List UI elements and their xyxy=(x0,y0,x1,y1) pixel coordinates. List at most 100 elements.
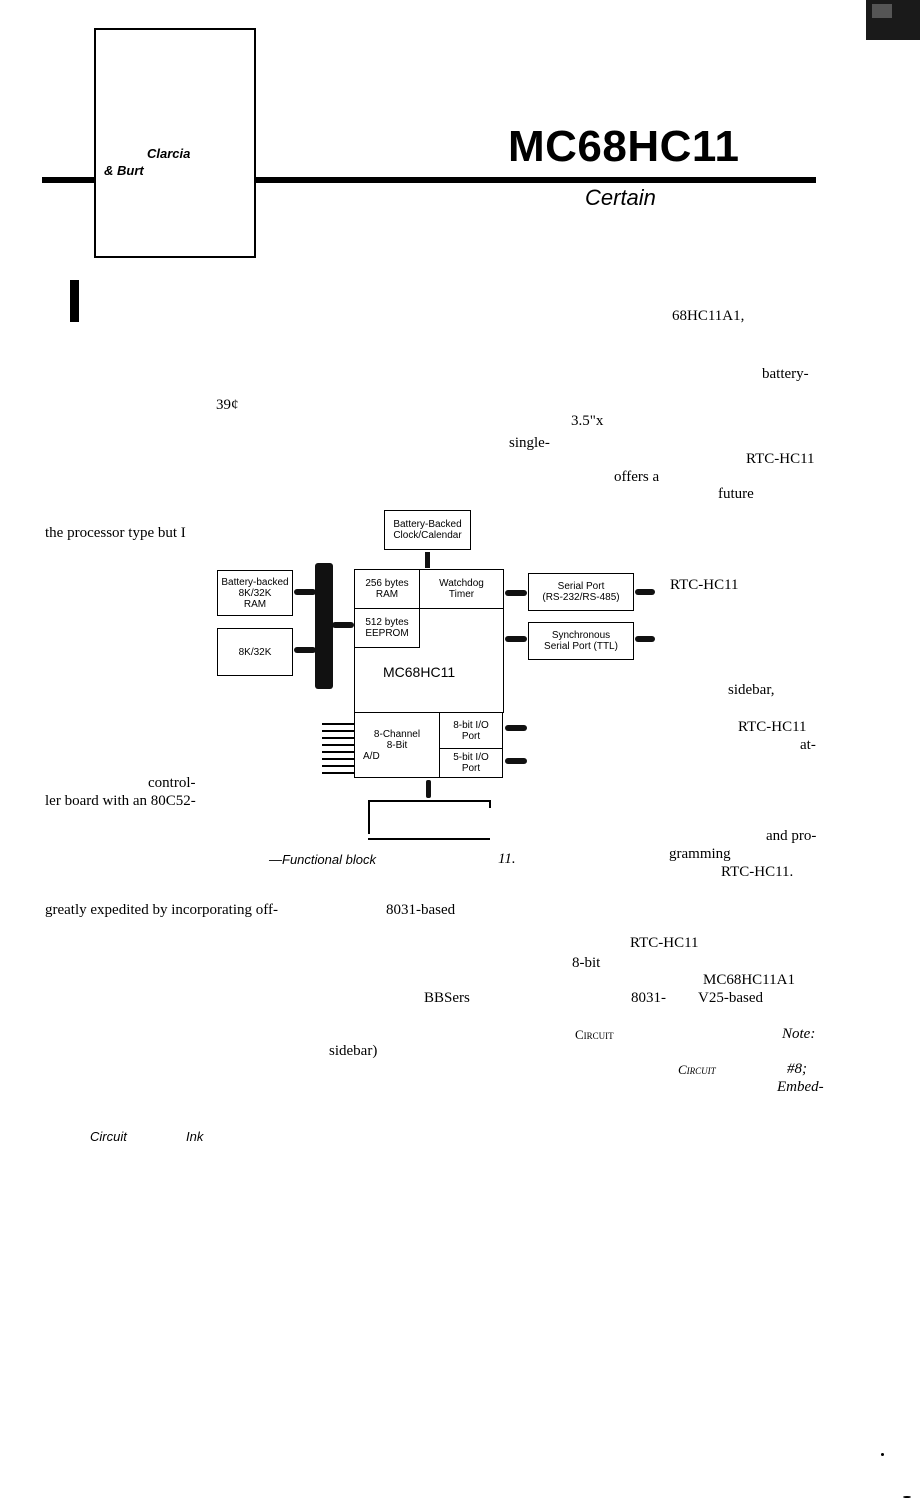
bus-line xyxy=(426,780,431,798)
input-line xyxy=(322,744,354,746)
scan-speck xyxy=(903,1496,911,1498)
page-subtitle: Certain xyxy=(585,185,656,210)
author-name: Clarcia xyxy=(147,146,191,161)
block-label: RAM xyxy=(243,598,267,610)
text-fragment: RTC-HC11 xyxy=(670,577,739,593)
text-fragment: 39¢ xyxy=(216,397,239,413)
block-label: 8K/32K xyxy=(238,646,272,658)
text-fragment: and pro- xyxy=(766,828,817,844)
bus-arrow xyxy=(294,647,316,653)
text-fragment: RTC-HC11 xyxy=(738,719,807,735)
adc-block: 8-Channel 8-Bit A/D xyxy=(354,712,440,778)
text-fragment: gramming xyxy=(669,846,731,862)
text-fragment: V25-based xyxy=(698,990,763,1006)
text-fragment: sidebar, xyxy=(728,682,775,698)
battery-ram-block: Battery-backed 8K/32K RAM xyxy=(217,570,293,616)
eeprom-block: 512 bytes EEPROM xyxy=(354,608,420,648)
clock-calendar-block: Battery-Backed Clock/Calendar xyxy=(384,510,471,550)
input-line xyxy=(322,758,354,760)
text-fragment: Ink xyxy=(186,1129,204,1144)
input-line xyxy=(322,737,354,739)
block-label: Timer xyxy=(448,589,475,600)
bus-arrow xyxy=(505,758,527,764)
bus-arrow xyxy=(505,636,527,642)
text-fragment: #8; xyxy=(787,1061,807,1077)
text-fragment: offers a xyxy=(614,469,660,485)
block-label: Synchronous xyxy=(551,630,611,641)
address-data-bus xyxy=(315,563,333,689)
block-label: Clock/Calendar xyxy=(393,530,462,541)
block-label: Serial Port (TTL) xyxy=(544,641,618,652)
bracket-right xyxy=(489,800,491,808)
bus-line xyxy=(425,552,430,568)
block-label: A/D xyxy=(363,750,380,762)
bracket-bottom xyxy=(368,838,490,840)
input-line xyxy=(322,765,354,767)
mcu-label: MC68HC11 xyxy=(383,664,456,680)
text-fragment: 8031-based xyxy=(386,902,456,918)
block-label: 512 bytes xyxy=(365,617,409,628)
input-line xyxy=(322,723,354,725)
bus-arrow xyxy=(635,589,655,595)
bracket-left xyxy=(368,800,370,834)
block-label: 256 bytes xyxy=(365,578,409,589)
block-label: 5-bit I/O xyxy=(453,752,489,763)
serial-port-block: Serial Port (RS-232/RS-485) xyxy=(528,573,634,611)
block-label: Battery-backed xyxy=(221,576,289,588)
block-label: Serial Port xyxy=(557,581,605,592)
drop-cap xyxy=(70,280,79,322)
author-name-2: & Burt xyxy=(104,163,144,178)
text-fragment: RTC-HC11 xyxy=(746,451,815,467)
figure-caption: —Functional block xyxy=(269,852,376,867)
block-label: (RS-232/RS-485) xyxy=(542,592,620,603)
bus-arrow xyxy=(505,590,527,596)
text-fragment: greatly expedited by incorporating off- xyxy=(45,902,278,918)
corner-mark xyxy=(866,0,920,40)
rule-left xyxy=(42,177,94,183)
watchdog-block: Watchdog Timer xyxy=(419,569,504,609)
text-fragment: ler board with an 80C52- xyxy=(45,793,196,809)
text-fragment: single- xyxy=(509,435,550,451)
text-fragment: Circuit xyxy=(90,1129,127,1144)
rule-right xyxy=(256,177,816,183)
block-label: 8-Channel xyxy=(373,728,421,740)
input-line xyxy=(322,772,354,774)
figure-number: 11. xyxy=(498,851,516,867)
text-fragment: Note: xyxy=(782,1026,816,1042)
page-title: MC68HC11 xyxy=(508,122,740,171)
text-fragment: 8-bit xyxy=(572,955,601,971)
text-fragment: sidebar) xyxy=(329,1043,378,1059)
block-label: 8-bit I/O xyxy=(453,719,489,731)
io5-block: 5-bit I/O Port xyxy=(439,748,503,778)
block-label: 8K/32K xyxy=(238,587,272,599)
input-line xyxy=(322,751,354,753)
scan-speck xyxy=(881,1453,884,1456)
text-fragment: the processor type but I xyxy=(45,525,186,541)
text-fragment: RTC-HC11. xyxy=(721,864,794,880)
block-label: Port xyxy=(461,730,481,742)
text-fragment: Circuit xyxy=(678,1062,716,1077)
text-fragment: Embed- xyxy=(777,1079,824,1095)
bus-arrow xyxy=(332,622,354,628)
ram-256-block: 256 bytes RAM xyxy=(354,569,420,609)
block-label: 8-Bit xyxy=(386,739,408,751)
block-label: Battery-Backed xyxy=(393,519,462,530)
text-fragment: MC68HC11A1 xyxy=(703,972,795,988)
text-fragment: 8031- xyxy=(631,990,666,1006)
input-line xyxy=(322,730,354,732)
text-fragment: RTC-HC11 xyxy=(630,935,699,951)
bus-arrow xyxy=(635,636,655,642)
text-fragment: Circuit xyxy=(575,1027,614,1042)
block-label: RAM xyxy=(375,589,399,600)
text-fragment: BBSers xyxy=(424,990,470,1006)
text-fragment: 68HC11A1, xyxy=(672,308,745,324)
text-fragment: battery- xyxy=(762,366,809,382)
text-fragment: 3.5"x xyxy=(571,413,604,429)
text-fragment: control- xyxy=(148,775,196,791)
rom-block: 8K/32K xyxy=(217,628,293,676)
text-fragment: future xyxy=(718,486,754,502)
block-label: EEPROM xyxy=(365,628,409,639)
author-box xyxy=(94,28,256,258)
sync-serial-block: Synchronous Serial Port (TTL) xyxy=(528,622,634,660)
bracket-top xyxy=(368,800,490,802)
